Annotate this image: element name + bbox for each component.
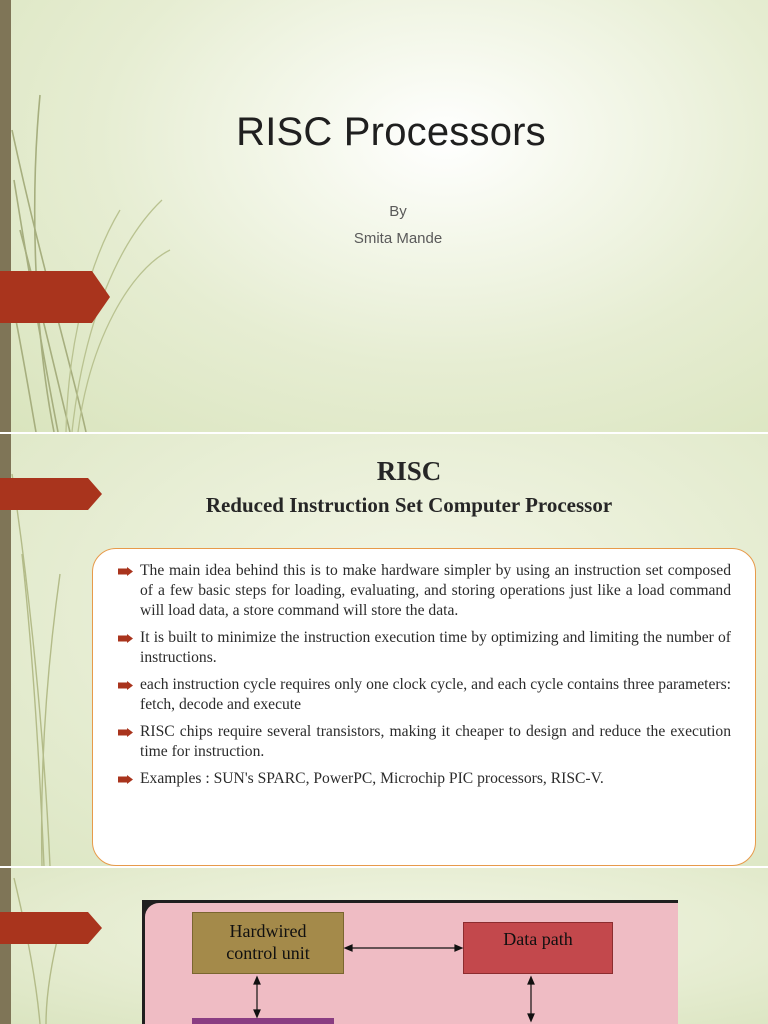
byline-label: By (389, 203, 407, 220)
instruction-block-partial (192, 1018, 334, 1024)
bullet-text: Examples : SUN's SPARC, PowerPC, Microch… (140, 770, 604, 787)
bullet-item: each instruction cycle requires only one… (117, 675, 731, 715)
slide-risc-overview: RISC Reduced Instruction Set Computer Pr… (0, 434, 768, 866)
slide-heading: RISC (376, 456, 442, 486)
bullet-item: The main idea behind this is to make har… (117, 561, 731, 621)
bullet-content-box: The main idea behind this is to make har… (92, 548, 756, 866)
heading-accent-tab (0, 478, 102, 510)
slide-divider (0, 866, 768, 868)
arrow-right-icon (118, 681, 133, 690)
heading-accent-tab (0, 912, 102, 944)
bullet-item: It is built to minimize the instruction … (117, 628, 731, 668)
bullet-text: The main idea behind this is to make har… (140, 562, 731, 619)
hardwired-control-unit-block: Hardwired control unit (192, 912, 344, 974)
slide-left-bar (0, 0, 11, 432)
bullet-item: Examples : SUN's SPARC, PowerPC, Microch… (117, 769, 731, 789)
arrow-right-icon (118, 567, 133, 576)
arrow-right-icon (118, 728, 133, 737)
slide-subheading: Reduced Instruction Set Computer Process… (205, 493, 613, 517)
diagram-connectors (253, 944, 535, 1023)
decorative-curves (13, 877, 61, 1024)
slide-divider (0, 432, 768, 434)
presentation-title: RISC Processors (236, 110, 546, 154)
author-name: Smita Mande (353, 230, 443, 247)
arrow-right-icon (118, 775, 133, 784)
slide-risc-architecture: Hardwired control unit Data path (0, 868, 768, 1024)
diagram-background: Hardwired control unit Data path (145, 903, 678, 1024)
bullet-text: It is built to minimize the instruction … (140, 629, 731, 666)
slide-title: RISC Processors By Smita Mande (0, 0, 768, 432)
bullet-text: each instruction cycle requires only one… (140, 676, 731, 713)
architecture-diagram: Hardwired control unit Data path (142, 900, 678, 1024)
bullet-text: RISC chips require several transistors, … (140, 723, 731, 760)
bullet-item: RISC chips require several transistors, … (117, 722, 731, 762)
slide-left-bar (0, 868, 11, 1024)
arrow-right-icon (118, 634, 133, 643)
data-path-block: Data path (463, 922, 613, 974)
slide-left-bar (0, 434, 11, 866)
title-accent-tab (0, 271, 110, 323)
